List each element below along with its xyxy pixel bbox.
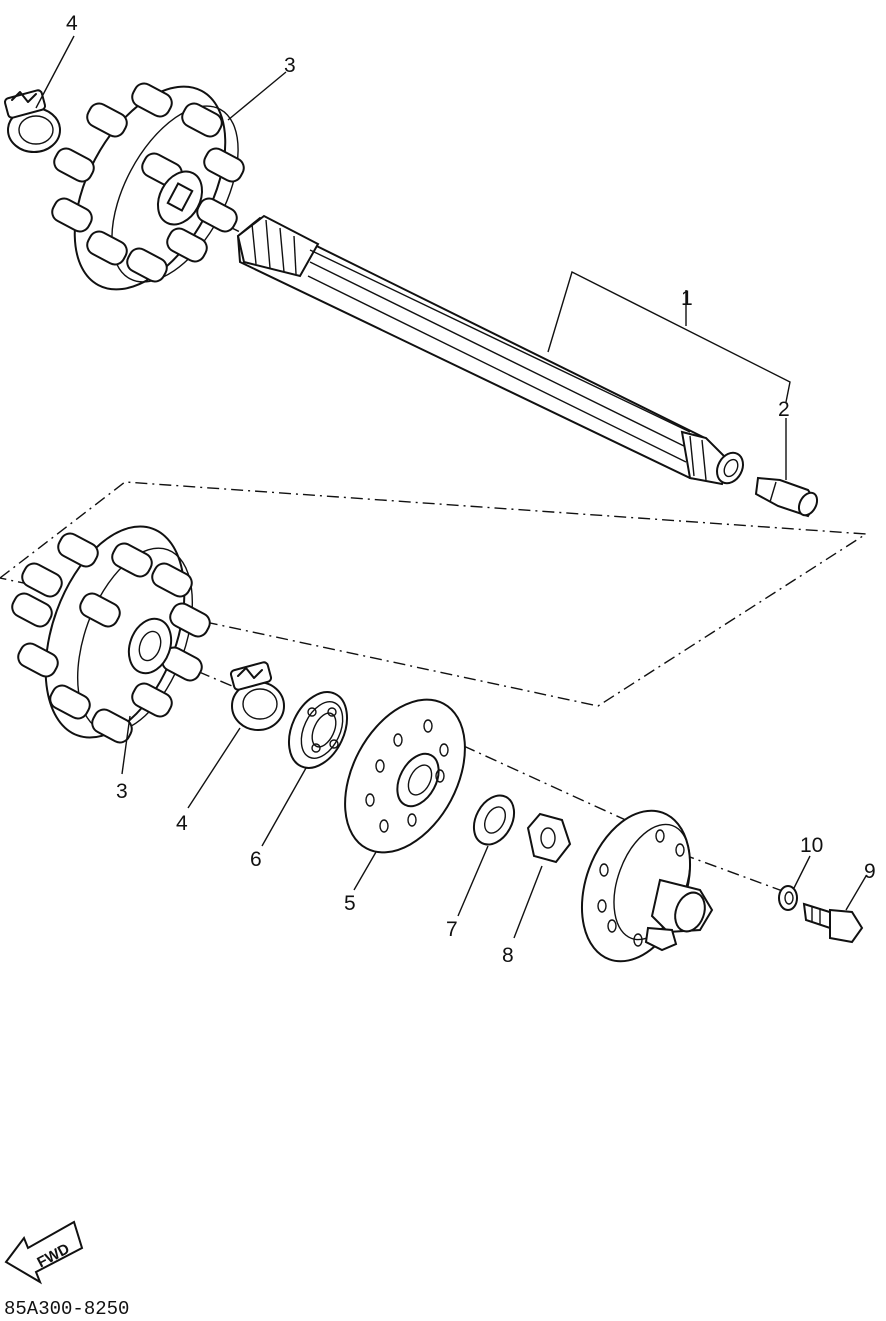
- callout-8: 8: [502, 944, 514, 967]
- callout-7: 7: [446, 918, 458, 941]
- drive-sprocket-top: [51, 82, 245, 291]
- hex-bolt: [802, 902, 864, 944]
- washer: [472, 794, 516, 846]
- lock-washer: [778, 885, 798, 911]
- callout-3-top: 3: [284, 54, 296, 77]
- shaft-spline-left: [236, 214, 320, 278]
- flange-bolt-holes: [365, 719, 449, 833]
- callout-3-bottom: 3: [116, 780, 128, 803]
- callout-numbers: 1 2 3 4 3 4 6 5 7 8 10 9: [66, 12, 876, 967]
- callout-4-bottom: 4: [176, 812, 188, 835]
- shaft-plug: [754, 476, 819, 518]
- shaft-spline-right: [680, 430, 744, 486]
- hose-clamp-bottom: [229, 661, 285, 731]
- hub-bolt-holes: [597, 829, 685, 947]
- hub-flange: [580, 809, 714, 963]
- sprocket-hub-bottom: [127, 617, 173, 675]
- callout-2: 2: [778, 398, 790, 421]
- callout-6: 6: [250, 848, 262, 871]
- hose-clamp-top: [3, 89, 61, 153]
- drive-sprocket-bottom: [11, 525, 211, 744]
- drive-shaft: [236, 214, 744, 486]
- forward-arrow: FWD: [4, 1220, 84, 1285]
- callout-4-top: 4: [66, 12, 78, 35]
- sprocket-hub-top: [156, 170, 204, 226]
- callout-9: 9: [864, 860, 876, 883]
- callout-bracket-1: [547, 270, 791, 403]
- sprocket-teeth-top: [51, 82, 245, 283]
- flange-plate: [344, 698, 466, 854]
- callout-5: 5: [344, 892, 356, 915]
- ball-bearing: [287, 691, 349, 769]
- hex-nut: [526, 812, 572, 864]
- callout-10: 10: [800, 834, 823, 857]
- leader-lines: [35, 35, 867, 939]
- part-code: 85A300-8250: [4, 1298, 129, 1320]
- callout-1: 1: [681, 287, 693, 310]
- sprocket-teeth-bottom: [11, 532, 211, 744]
